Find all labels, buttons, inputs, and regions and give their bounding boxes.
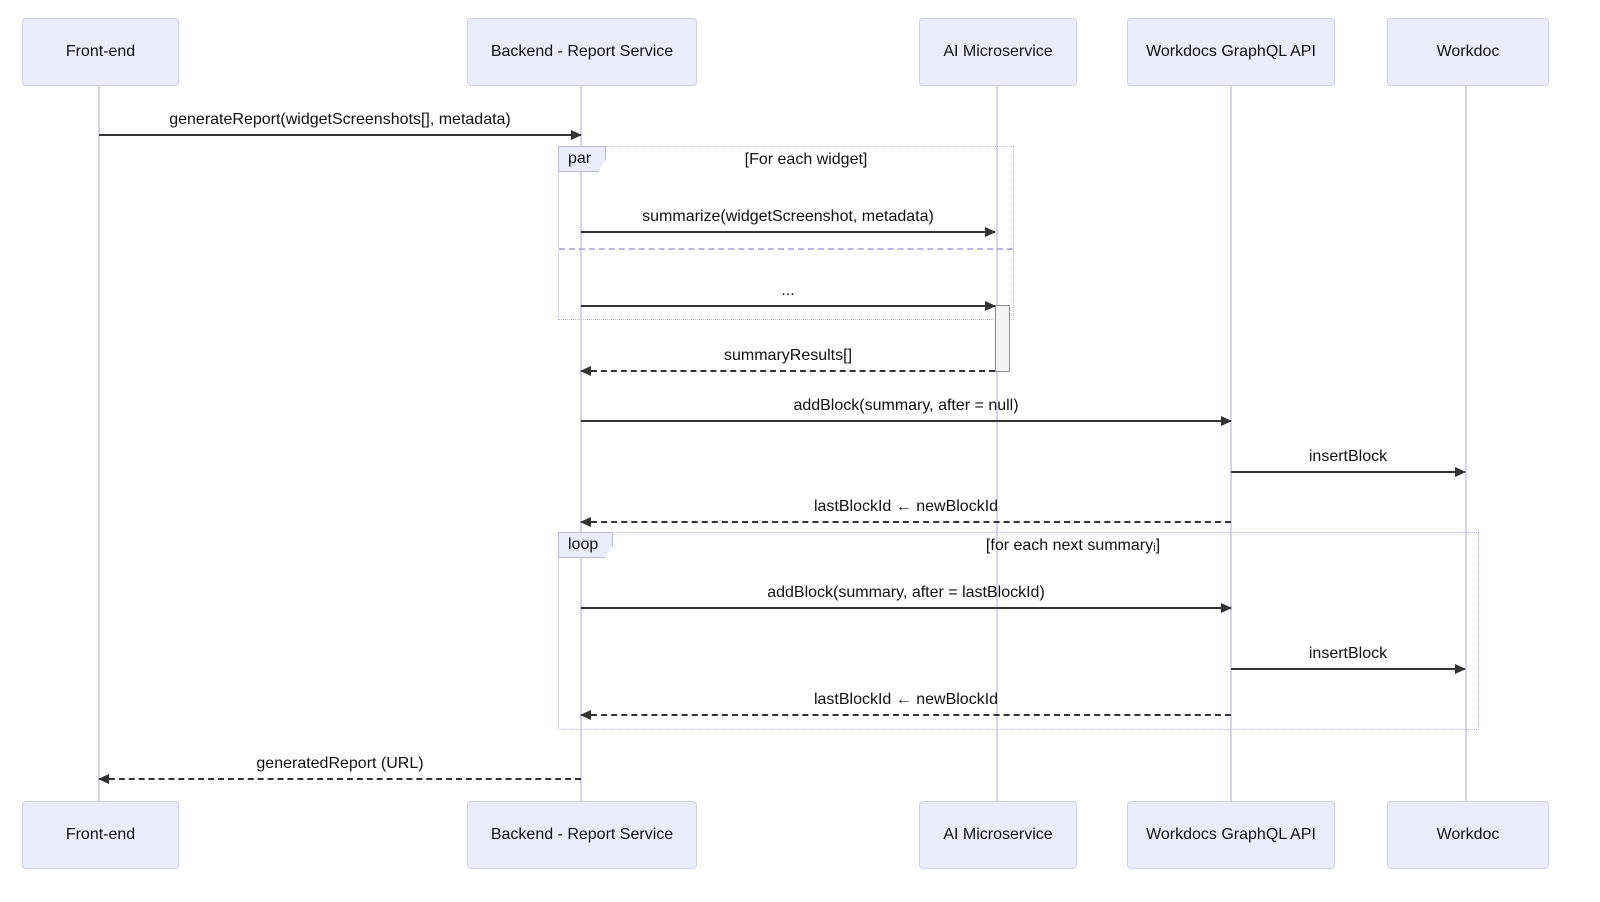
message-line — [99, 134, 581, 136]
lifeline-workdocs-graphql-api — [1230, 86, 1232, 801]
message-label: addBlock(summary, after = lastBlockId) — [767, 584, 1045, 601]
message-line — [581, 370, 995, 372]
actor-top-front-end: Front-end — [22, 18, 179, 86]
message-label: summaryResults[] — [723, 347, 853, 364]
arrowhead-right-icon — [985, 301, 996, 311]
lifeline-ai-microservice — [996, 86, 998, 801]
message-label: generatedReport (URL) — [256, 755, 424, 772]
actor-label: Front-end — [65, 43, 136, 60]
arrowhead-right-icon — [1221, 603, 1232, 613]
arrowhead-right-icon — [985, 227, 996, 237]
message-label: ... — [781, 282, 795, 299]
lifeline-backend-report-service — [580, 86, 582, 801]
actor-top-ai-microservice: AI Microservice — [919, 18, 1077, 86]
message-line — [581, 420, 1231, 422]
actor-top-backend-report-service: Backend - Report Service — [467, 18, 697, 86]
actor-bottom-front-end: Front-end — [22, 801, 179, 869]
actor-label: Backend - Report Service — [490, 43, 674, 60]
message-label: summarize(widgetScreenshot, metadata) — [642, 208, 934, 225]
message-label: addBlock(summary, after = null) — [793, 397, 1019, 414]
arrowhead-right-icon — [1221, 416, 1232, 426]
actor-label: Workdocs GraphQL API — [1146, 43, 1316, 60]
actor-top-workdoc: Workdoc — [1387, 18, 1549, 86]
loop-frame-tab: loop — [558, 532, 614, 558]
actor-label: AI Microservice — [943, 43, 1053, 60]
par-frame: par [For each widget] — [558, 146, 1014, 320]
lifeline-front-end — [98, 86, 100, 801]
message-label: lastBlockId ← newBlockId — [813, 498, 999, 515]
par-frame-tab: par — [558, 146, 607, 172]
message-label: lastBlockId ← newBlockId — [813, 691, 999, 708]
actor-label: Workdocs GraphQL API — [1146, 826, 1316, 843]
message-line — [99, 778, 581, 780]
par-section-divider — [559, 248, 1013, 250]
lifeline-workdoc — [1465, 86, 1467, 801]
actor-top-workdocs-graphql-api: Workdocs GraphQL API — [1127, 18, 1335, 86]
actor-bottom-backend-report-service: Backend - Report Service — [467, 801, 697, 869]
loop-frame: loop [for each next summaryᵢ] — [558, 532, 1479, 730]
message-line — [581, 714, 1231, 716]
actor-label: Workdoc — [1436, 826, 1500, 843]
arrowhead-left-icon — [580, 366, 591, 376]
activation-bar-ai-microservice — [995, 305, 1010, 372]
actor-bottom-ai-microservice: AI Microservice — [919, 801, 1077, 869]
message-line — [581, 521, 1231, 523]
arrowhead-right-icon — [1455, 467, 1466, 477]
actor-label: Backend - Report Service — [490, 826, 674, 843]
arrowhead-left-icon — [580, 517, 591, 527]
arrowhead-left-icon — [98, 774, 109, 784]
actor-label: Front-end — [65, 826, 136, 843]
message-label: insertBlock — [1308, 645, 1388, 662]
actor-label: Workdoc — [1436, 43, 1500, 60]
par-frame-title: [For each widget] — [744, 151, 868, 168]
arrowhead-right-icon — [1455, 664, 1466, 674]
message-line — [581, 231, 995, 233]
message-line — [581, 607, 1231, 609]
message-line — [1231, 668, 1465, 670]
message-line — [1231, 471, 1465, 473]
actor-label: AI Microservice — [943, 826, 1053, 843]
arrowhead-right-icon — [571, 130, 582, 140]
actor-bottom-workdocs-graphql-api: Workdocs GraphQL API — [1127, 801, 1335, 869]
message-label: insertBlock — [1308, 448, 1388, 465]
message-line — [581, 305, 995, 307]
arrowhead-left-icon — [580, 710, 591, 720]
actor-bottom-workdoc: Workdoc — [1387, 801, 1549, 869]
loop-frame-title: [for each next summaryᵢ] — [985, 537, 1161, 554]
message-label: generateReport(widgetScreenshots[], meta… — [169, 111, 511, 128]
